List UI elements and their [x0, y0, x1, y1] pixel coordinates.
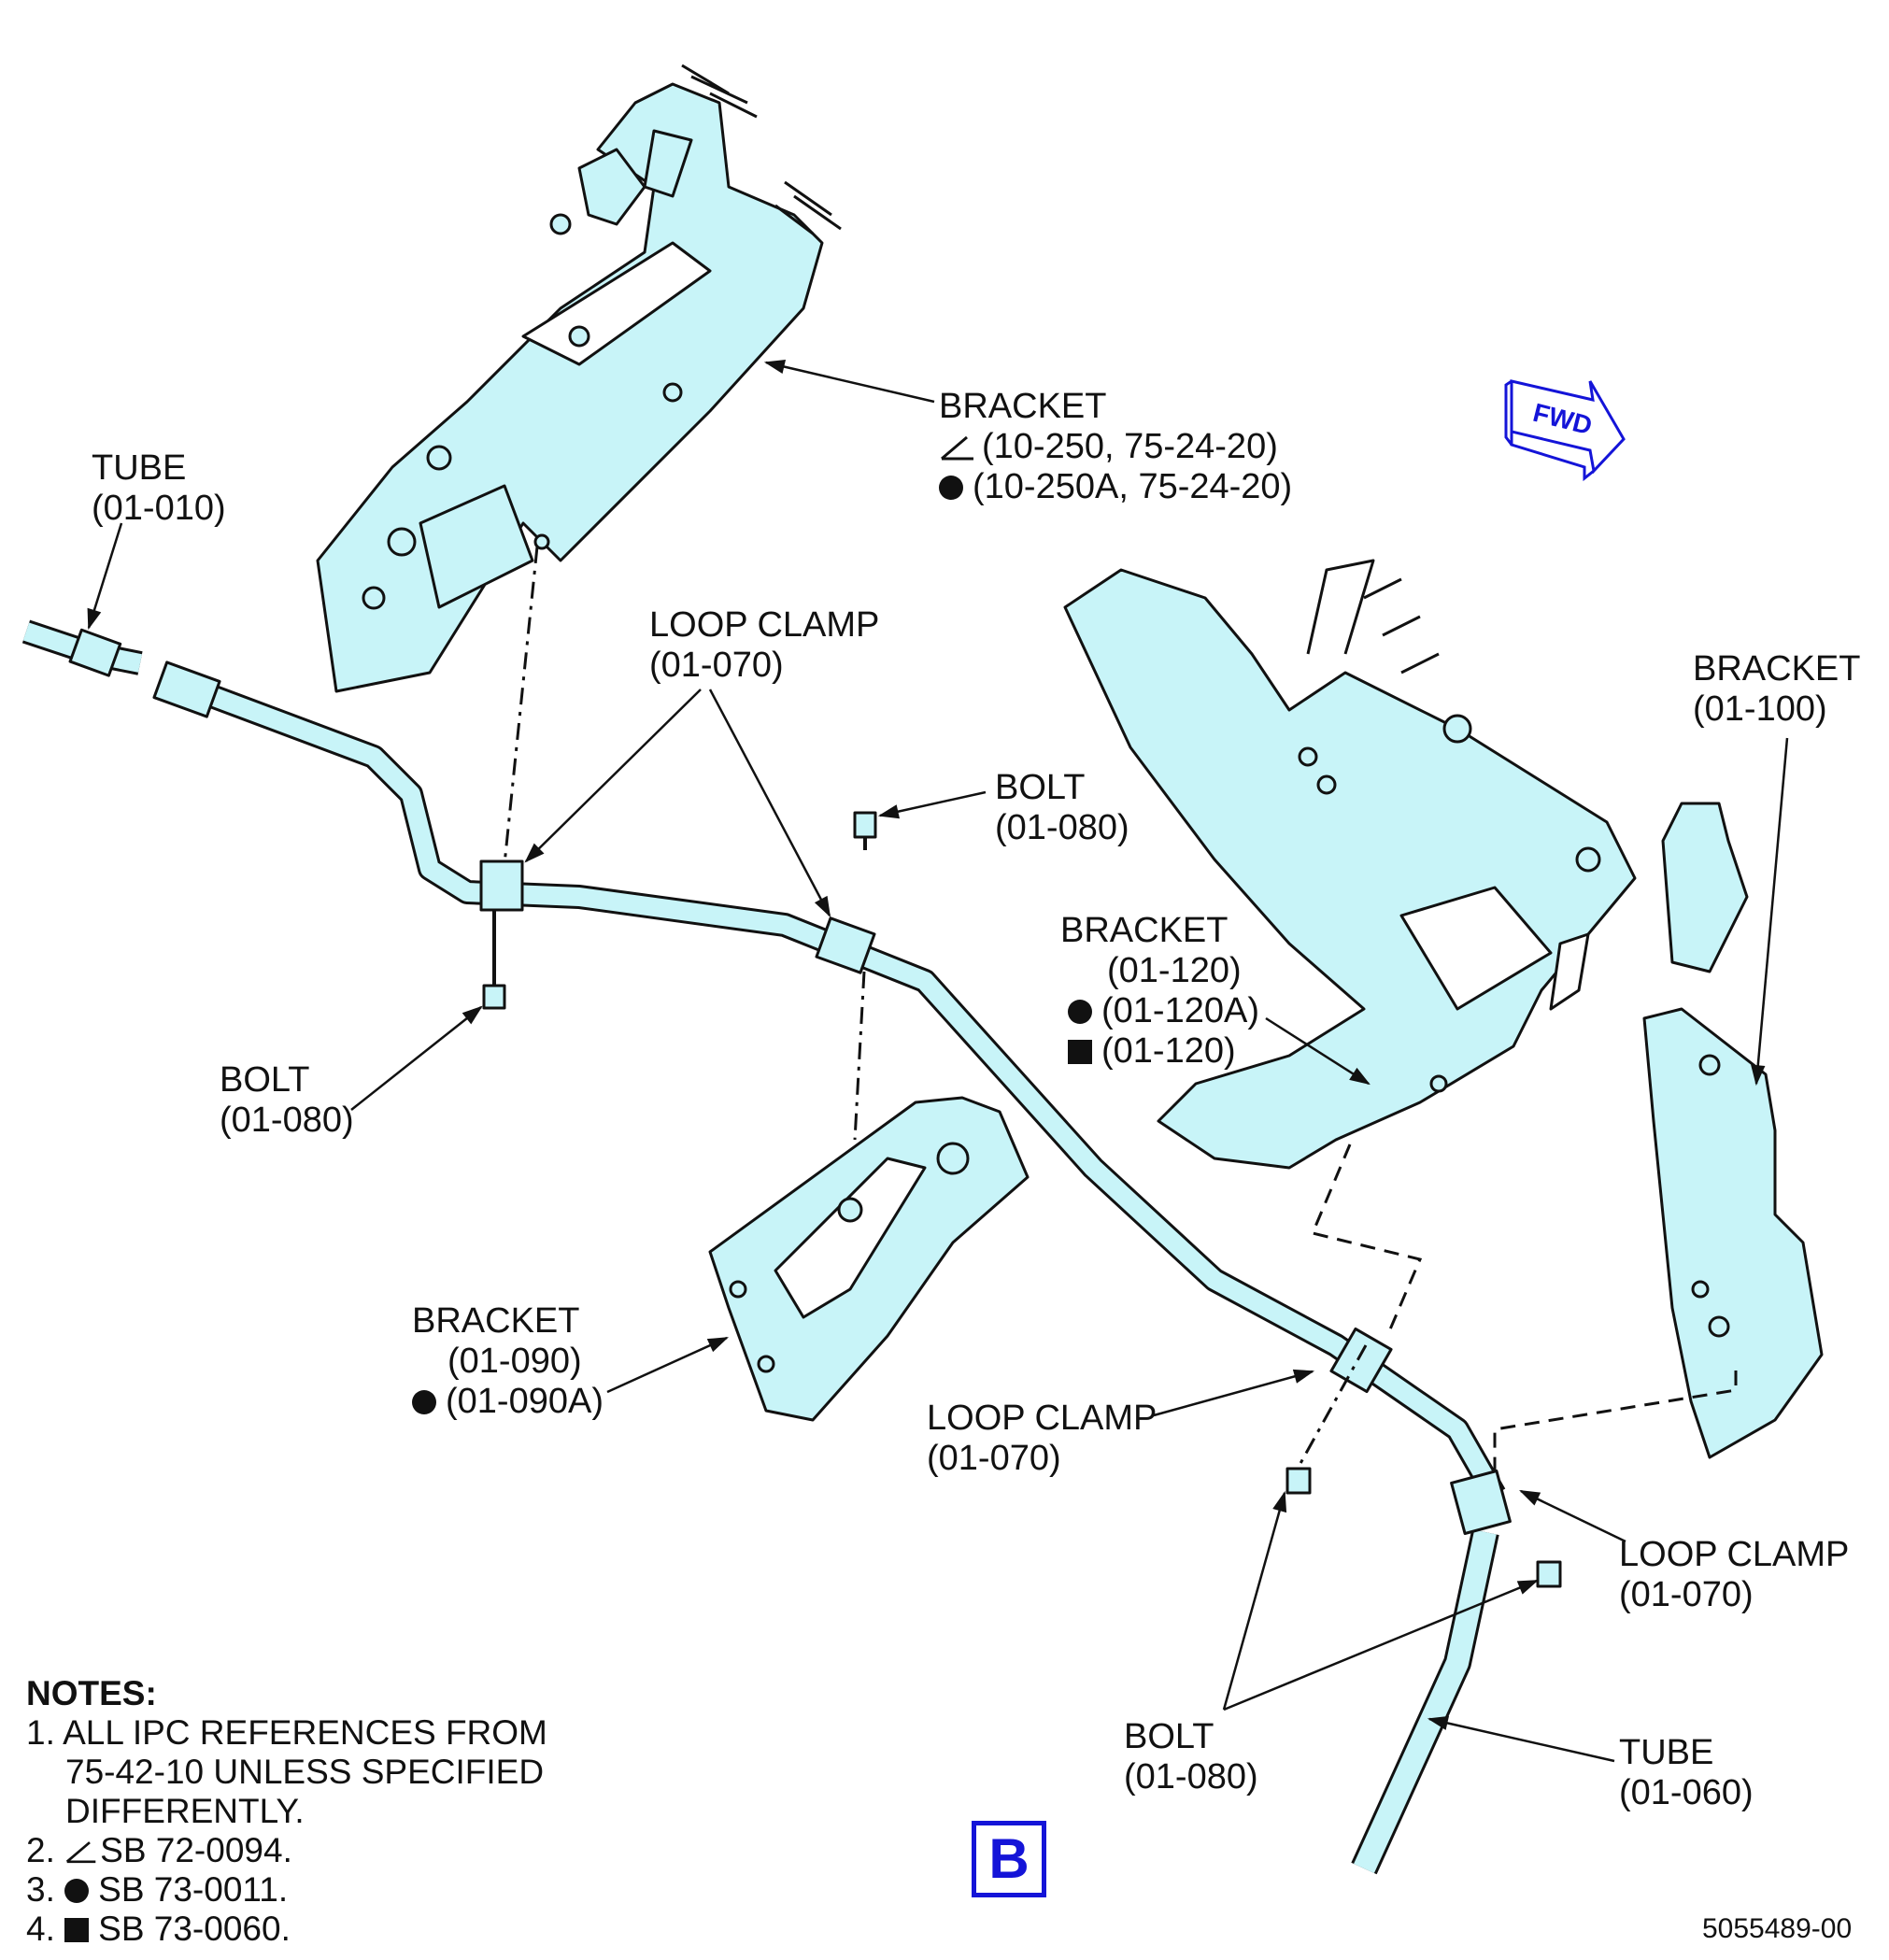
label-ref: (01-070): [1619, 1575, 1754, 1614]
label-ref-sb73-11: (01-090A): [412, 1382, 604, 1422]
label-name: LOOP CLAMP: [927, 1399, 1158, 1438]
loop-clamp-3-part: [1329, 1327, 1393, 1394]
label-name: BRACKET: [412, 1301, 580, 1341]
label-name: BOLT: [1124, 1717, 1214, 1756]
leader-bracket-top: [763, 360, 935, 404]
label-name: LOOP CLAMP: [1619, 1535, 1850, 1574]
view-label-box: B: [972, 1821, 1046, 1897]
bracket-100-part: [1642, 802, 1824, 1459]
note-1-line-1: 1. ALL IPC REFERENCES FROM: [26, 1713, 547, 1752]
figure-number: 5055489-00: [1702, 1913, 1853, 1944]
leader-loop-clamp-1b: [708, 689, 831, 917]
label-ref: (01-080): [1124, 1757, 1258, 1797]
label-loop-clamp-3: LOOP CLAMP (01-070): [1619, 1535, 1849, 1615]
sb73-0060-symbol-icon: [1068, 1040, 1092, 1064]
label-name: BRACKET: [1060, 911, 1229, 950]
bracket-top-part: [316, 64, 842, 693]
label-loop-clamp-1: LOOP CLAMP (01-070): [649, 605, 879, 686]
label-name: BRACKET: [1693, 649, 1861, 689]
label-bolt-3: BOLT (01-080): [1124, 1717, 1258, 1797]
label-ref: (01-060): [1619, 1773, 1754, 1812]
notes-title: NOTES:: [26, 1674, 157, 1712]
leader-loop-clamp-3: [1519, 1489, 1626, 1543]
sb73-0011-symbol-icon: [939, 476, 963, 500]
fwd-arrow-icon: [1504, 379, 1626, 482]
bolt-part: [482, 811, 1562, 1588]
label-ref: (01-120): [1107, 951, 1242, 990]
label-name: TUBE: [92, 448, 187, 488]
note-3: 3. SB 73-0011.: [26, 1870, 289, 1909]
label-tube-01-060: TUBE (01-060): [1619, 1733, 1754, 1813]
note-4: 4. SB 73-0060.: [26, 1910, 291, 1948]
label-bracket-100: BRACKET (01-100): [1693, 649, 1860, 730]
bracket-120-part: [1063, 559, 1637, 1170]
label-ref-sb73-60: (01-120): [1060, 1031, 1259, 1072]
leader-bolt-2: [350, 1005, 483, 1111]
notes-block: NOTES: 1. ALL IPC REFERENCES FROM 75-42-…: [26, 1674, 547, 1949]
sb72-symbol-icon: [65, 1841, 96, 1864]
tube-01-010-part: [21, 619, 1506, 1501]
label-ref-sb72: (10-250, 75-24-20): [939, 427, 1292, 467]
label-bolt-1: BOLT (01-080): [995, 768, 1129, 848]
leader-bolt-3b: [1223, 1579, 1540, 1711]
leader-tube-bottom: [1427, 1715, 1615, 1763]
label-name: LOOP CLAMP: [649, 605, 880, 645]
label-bracket-top: BRACKET (10-250, 75-24-20) (10-250A, 75-…: [939, 387, 1292, 507]
label-ref: (01-080): [220, 1101, 354, 1140]
install-line-4: [1310, 1143, 1423, 1337]
leader-bracket-100: [1751, 737, 1789, 1087]
tube-01-060-part: [1351, 1528, 1499, 1875]
label-name: TUBE: [1619, 1733, 1714, 1772]
label-ref: (01-080): [995, 808, 1129, 847]
install-line-5: [1493, 1371, 1738, 1476]
label-ref: (01-010): [92, 489, 226, 528]
label-bracket-090: BRACKET (01-090) (01-090A): [412, 1301, 604, 1422]
leader-loop-clamp-2: [1153, 1369, 1315, 1417]
leader-bracket-090: [606, 1336, 730, 1394]
bracket-090-part: [708, 1096, 1030, 1422]
label-name: BOLT: [995, 768, 1086, 807]
label-ref-sb73-11: (10-250A, 75-24-20): [939, 467, 1292, 507]
install-line-2: [853, 971, 866, 1141]
leader-bolt-1: [877, 790, 987, 819]
label-ref-sb73-11: (01-120A): [1060, 991, 1259, 1031]
label-name: BRACKET: [939, 387, 1107, 426]
sb73-0011-symbol-icon: [1068, 1000, 1092, 1024]
leader-bracket-120: [1265, 1016, 1371, 1086]
leader-bolt-3a: [1222, 1490, 1287, 1711]
label-ref: (01-090): [447, 1342, 582, 1381]
loop-clamp-4-part: [1450, 1469, 1512, 1536]
sb73-0060-symbol-icon: [64, 1918, 90, 1942]
install-line-3: [1297, 1344, 1368, 1468]
loop-clamp-1-part: [479, 859, 524, 912]
sb73-0011-symbol-icon: [64, 1879, 90, 1903]
label-name: BOLT: [220, 1060, 310, 1100]
label-ref: (01-070): [927, 1439, 1061, 1478]
leader-loop-clamp-1a: [524, 689, 702, 863]
label-loop-clamp-2: LOOP CLAMP (01-070): [927, 1399, 1157, 1479]
note-1-line-2: 75-42-10 UNLESS SPECIFIED: [65, 1753, 545, 1791]
sb73-0011-symbol-icon: [412, 1390, 436, 1414]
leader-tube-top: [87, 522, 123, 631]
label-bracket-120: BRACKET (01-120) (01-120A) (01-120): [1060, 911, 1259, 1072]
label-tube-01-010: TUBE (01-010): [92, 448, 226, 529]
sb72-symbol-icon: [941, 435, 973, 461]
loop-clamp-2-part: [815, 916, 876, 974]
install-line-1: [503, 546, 539, 865]
label-ref: (01-100): [1693, 689, 1827, 729]
note-1-line-3: DIFFERENTLY.: [65, 1792, 305, 1830]
label-ref: (01-070): [649, 646, 784, 685]
note-2: 2. SB 72-0094.: [26, 1831, 292, 1869]
label-bolt-2: BOLT (01-080): [220, 1060, 354, 1141]
